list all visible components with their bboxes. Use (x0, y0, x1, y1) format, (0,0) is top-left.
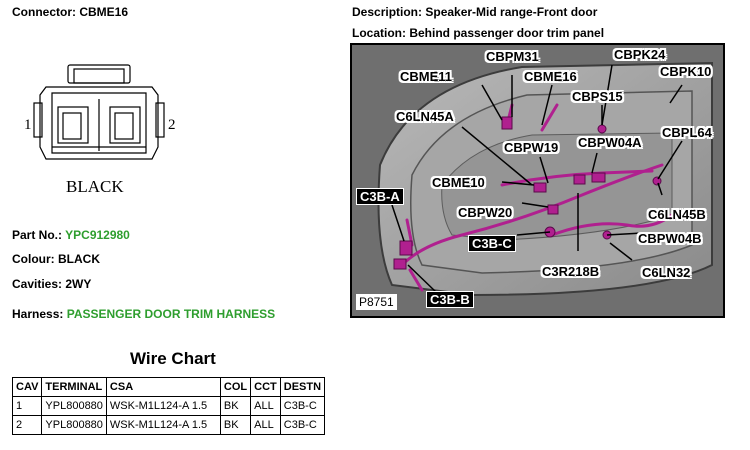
label-c3b-b: C3B-B (426, 291, 474, 308)
connector-row: Connector: CBME16 (12, 5, 128, 19)
cell-destn: C3B-C (279, 415, 326, 435)
header-col: COL (219, 377, 252, 397)
cell-col: BK (219, 415, 252, 435)
pin-1-label: 1 (24, 117, 32, 133)
location-photo: CBPM31 CBPK24 CBME11 CBME16 CBPK10 CBPS1… (350, 43, 725, 318)
photo-reference: P8751 (356, 294, 397, 310)
label-c6ln45b: C6LN45B (648, 207, 706, 222)
cell-cav: 2 (11, 415, 43, 435)
connector-value: CBME16 (79, 5, 129, 19)
cavities-row: Cavities: 2WY (12, 277, 91, 291)
wire-chart-table: CAV TERMINAL CSA COL CCT DESTN 1 YPL8008… (11, 377, 326, 435)
cell-terminal: YPL800880 (41, 415, 107, 435)
harness-row: Harness: PASSENGER DOOR TRIM HARNESS (12, 307, 275, 321)
label-c3r218b: C3R218B (542, 264, 600, 279)
location-label: Location: (352, 26, 406, 40)
cavities-value: 2WY (65, 277, 92, 291)
label-cbpw04a: CBPW04A (578, 135, 642, 150)
label-c6ln32: C6LN32 (642, 265, 691, 280)
cell-cct: ALL (250, 396, 281, 416)
label-cbme11: CBME11 (400, 69, 453, 84)
location-value: Behind passenger door trim panel (409, 26, 605, 40)
cell-terminal: YPL800880 (41, 396, 107, 416)
label-cbme10: CBME10 (432, 175, 485, 190)
colour-row: Colour: BLACK (12, 252, 100, 266)
harness-label: Harness: (12, 307, 64, 321)
part-no-row: Part No.: YPC912980 (12, 228, 130, 242)
header-terminal: TERMINAL (41, 377, 107, 397)
colour-value: BLACK (58, 252, 100, 266)
cell-cct: ALL (250, 415, 281, 435)
header-cct: CCT (250, 377, 281, 397)
header-destn: DESTN (279, 377, 326, 397)
cavities-label: Cavities: (12, 277, 63, 291)
part-no-label: Part No.: (12, 228, 63, 242)
description-row: Description: Speaker-Mid range-Front doo… (352, 5, 597, 19)
connector-label: Connector: (12, 5, 76, 19)
label-cbme16: CBME16 (524, 69, 577, 84)
label-cbps15: CBPS15 (572, 89, 623, 104)
cell-destn: C3B-C (279, 396, 326, 416)
label-cbpw20: CBPW20 (458, 205, 513, 220)
connector-face-diagram: 1 2 BLACK (24, 64, 176, 196)
cell-csa: WSK-M1L124-A 1.5 (105, 396, 221, 416)
label-cbpk10: CBPK10 (660, 64, 712, 79)
part-no-value: YPC912980 (65, 228, 130, 242)
cell-col: BK (219, 396, 252, 416)
label-cbpm31: CBPM31 (486, 49, 539, 64)
harness-value: PASSENGER DOOR TRIM HARNESS (66, 307, 276, 321)
table-row: 1 YPL800880 WSK-M1L124-A 1.5 BK ALL C3B-… (11, 396, 326, 416)
colour-label: Colour: (12, 252, 55, 266)
label-cbpk24: CBPK24 (614, 47, 666, 62)
cell-csa: WSK-M1L124-A 1.5 (105, 415, 221, 435)
location-row: Location: Behind passenger door trim pan… (352, 26, 604, 40)
table-row: 2 YPL800880 WSK-M1L124-A 1.5 BK ALL C3B-… (11, 415, 326, 435)
wire-chart-title: Wire Chart (130, 349, 216, 368)
label-c6ln45a: C6LN45A (396, 109, 454, 124)
description-value: Speaker-Mid range-Front door (425, 5, 598, 19)
pin-2-label: 2 (168, 117, 176, 133)
cell-cav: 1 (11, 396, 43, 416)
wire-chart-header-row: CAV TERMINAL CSA COL CCT DESTN (11, 377, 326, 397)
header-csa: CSA (105, 377, 221, 397)
door-illustration (352, 45, 723, 316)
label-cbpl64: CBPL64 (662, 125, 712, 140)
connector-colour-caption: BLACK (66, 177, 124, 196)
header-cav: CAV (11, 377, 43, 397)
label-cbpw19: CBPW19 (504, 140, 559, 155)
label-c3b-a: C3B-A (356, 188, 404, 205)
label-c3b-c: C3B-C (468, 235, 516, 252)
label-cbpw04b: CBPW04B (638, 231, 702, 246)
description-label: Description: (352, 5, 423, 19)
